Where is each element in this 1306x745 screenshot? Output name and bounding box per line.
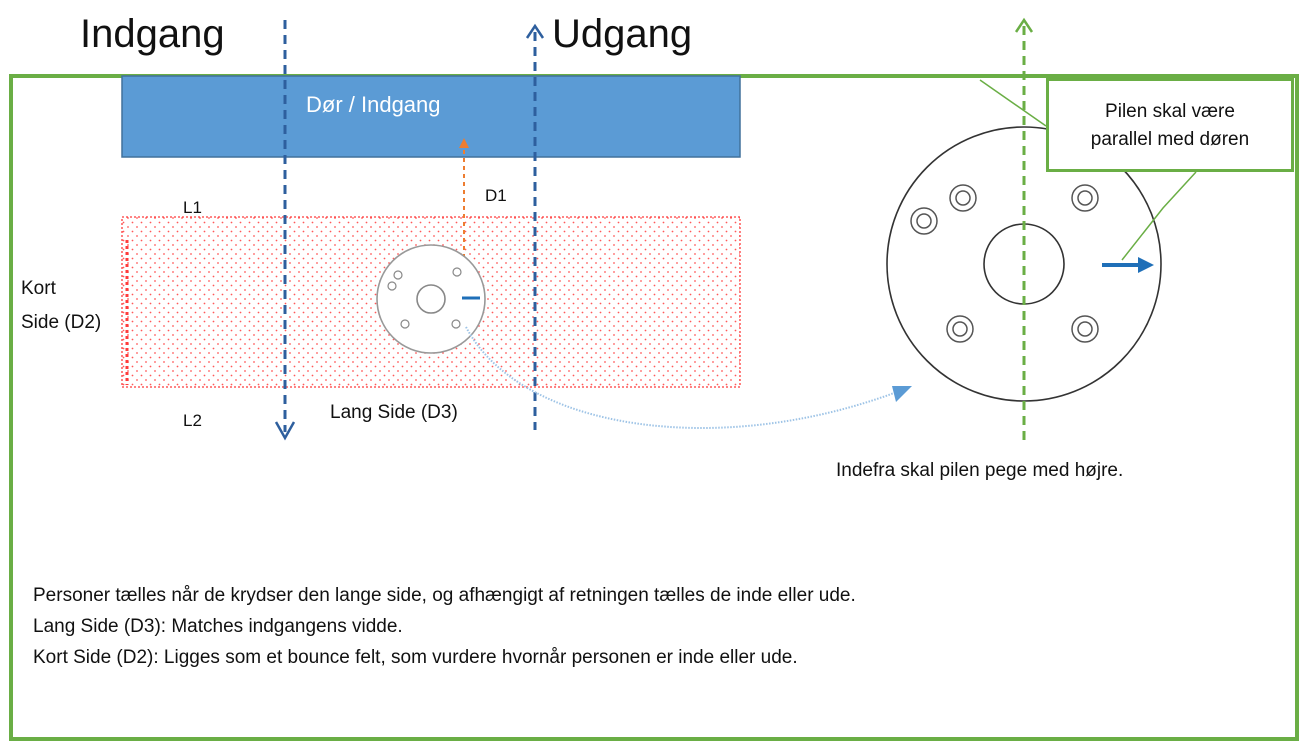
direction-arrow-icon [1102, 257, 1154, 273]
green-axis-arrow-icon [1014, 17, 1034, 445]
short-side-label-line2: Side (D2) [21, 312, 102, 333]
sensor-large [886, 126, 1162, 402]
long-side-label: Lang Side (D3) [330, 402, 458, 423]
l2-label: L2 [183, 411, 202, 430]
entrance-heading: Indgang [80, 12, 225, 56]
note-short-side: Kort Side (D2): Ligges som et bounce fel… [33, 647, 798, 668]
note-counting: Personer tælles når de krydser den lange… [33, 585, 856, 606]
door-label: Dør / Indgang [306, 92, 441, 117]
callout-line-2: parallel med døren [1090, 129, 1250, 150]
sensor-caption: Indefra skal pilen pege med højre. [836, 460, 1124, 481]
door-rect [121, 75, 741, 158]
exit-heading: Udgang [552, 12, 693, 56]
short-side-label-line1: Kort [21, 278, 56, 299]
flow-down-arrow-icon [274, 20, 296, 441]
d1-label: D1 [485, 186, 507, 205]
l1-label: L1 [183, 198, 202, 217]
flow-up-arrow-icon [525, 23, 545, 430]
parallel-callout: Pilen skal være parallel med døren [1046, 78, 1294, 172]
notes: Personer tælles når de krydser den lange… [33, 580, 856, 673]
magnify-arrow-icon [465, 326, 912, 429]
sensor-small [376, 244, 486, 354]
callout-line-1: Pilen skal være [1105, 101, 1235, 122]
note-long-side: Lang Side (D3): Matches indgangens vidde… [33, 616, 403, 637]
callout-leaders [979, 79, 1197, 261]
